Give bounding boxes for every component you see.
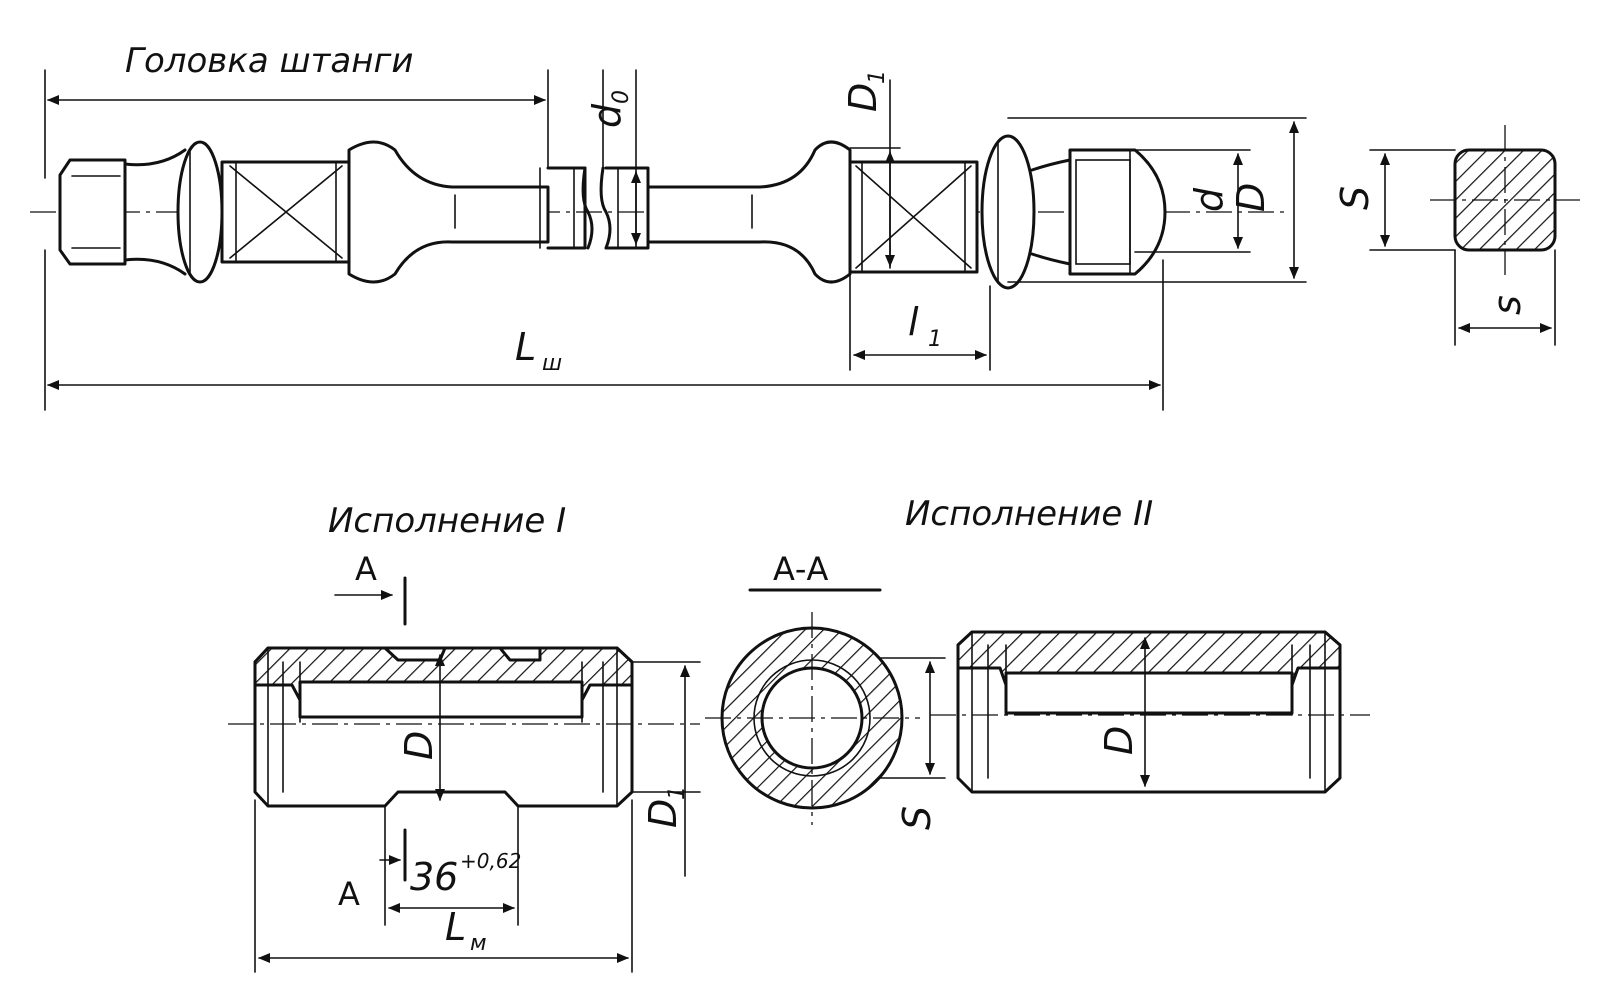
D-v2-label: D	[1097, 726, 1141, 755]
S-section-label: S	[895, 806, 939, 830]
section-mark-bottom: А	[338, 875, 360, 913]
S-label: S	[1333, 186, 1377, 210]
l1-label: l	[908, 300, 919, 344]
Lm-subscript: м	[470, 931, 487, 956]
D1-label: D	[841, 83, 885, 112]
left-collar	[176, 140, 224, 284]
coupling-version-2: Исполнение II D	[905, 494, 1370, 794]
D1-v1-subscript: 1	[665, 786, 690, 800]
sucker-rod-view: Головка штанги d 0 D 1 d D	[30, 41, 1580, 411]
section-title: А-А	[773, 550, 828, 588]
Lm-label: L	[445, 905, 466, 949]
version-1-title: Исполнение I	[328, 501, 566, 541]
right-collar	[980, 134, 1036, 290]
right-upset	[646, 140, 852, 284]
right-thread-pin	[1068, 148, 1167, 276]
d-label: d	[1187, 187, 1231, 212]
coupling-version-1: Исполнение I А D D 1	[228, 501, 701, 973]
Lsh-subscript: ш	[542, 351, 562, 376]
dim-36-label: 36	[410, 855, 458, 899]
D-label: D	[1229, 183, 1273, 212]
Lsh-label: L	[515, 325, 536, 369]
s-small-label: s	[1485, 295, 1529, 315]
d0-subscript: 0	[609, 90, 634, 104]
coupling-v1-bore	[298, 680, 584, 719]
section-mark-top: А	[355, 550, 377, 588]
D1-subscript: 1	[865, 70, 890, 84]
l1-subscript: 1	[928, 327, 942, 352]
D1-v1-label: D	[641, 799, 685, 828]
left-thread-pin	[58, 158, 127, 266]
left-upset	[347, 140, 550, 284]
version-2-title: Исполнение II	[905, 494, 1153, 534]
d0-label: d	[585, 103, 629, 128]
coupling-v2-bore	[1004, 671, 1294, 715]
section-A-A: А-А S	[705, 550, 946, 830]
rod-head-title: Головка штанги	[125, 41, 413, 81]
D-v1-label: D	[397, 731, 441, 760]
dim-36-tolerance: +0,62	[460, 849, 521, 873]
